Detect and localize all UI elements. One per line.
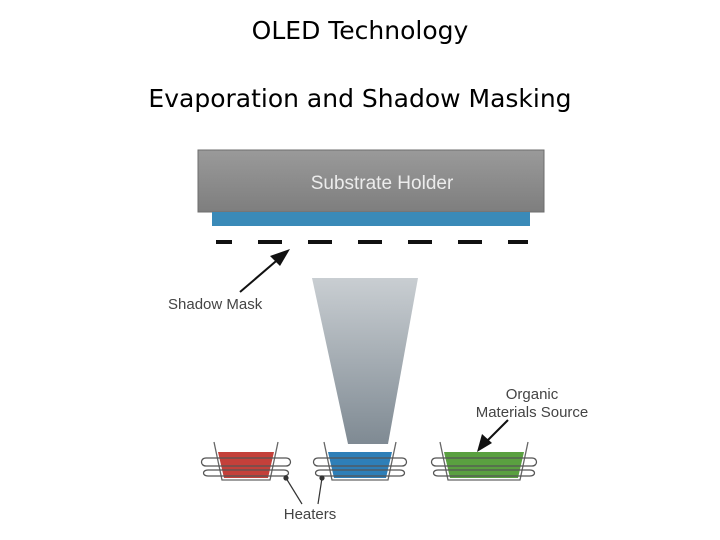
crucible-blue <box>323 441 397 481</box>
organic-source-arrow <box>477 419 509 452</box>
heaters-label: Heaters <box>284 506 337 523</box>
organic-source-label-line2: Materials Source <box>476 404 589 421</box>
heater-pointers <box>283 475 325 505</box>
substrate-holder-label: Substrate Holder <box>311 173 454 194</box>
shadow-mask-label: Shadow Mask <box>168 296 263 313</box>
organic-source-label-line1: Organic <box>506 386 559 403</box>
page-title: OLED Technology <box>251 16 469 45</box>
heater-coils <box>200 457 538 477</box>
page-subtitle: Evaporation and Shadow Masking <box>148 84 572 113</box>
evaporation-plume <box>312 278 418 444</box>
substrate <box>212 212 530 226</box>
shadow-mask-arrow <box>239 249 290 293</box>
crucible-red <box>213 441 279 481</box>
